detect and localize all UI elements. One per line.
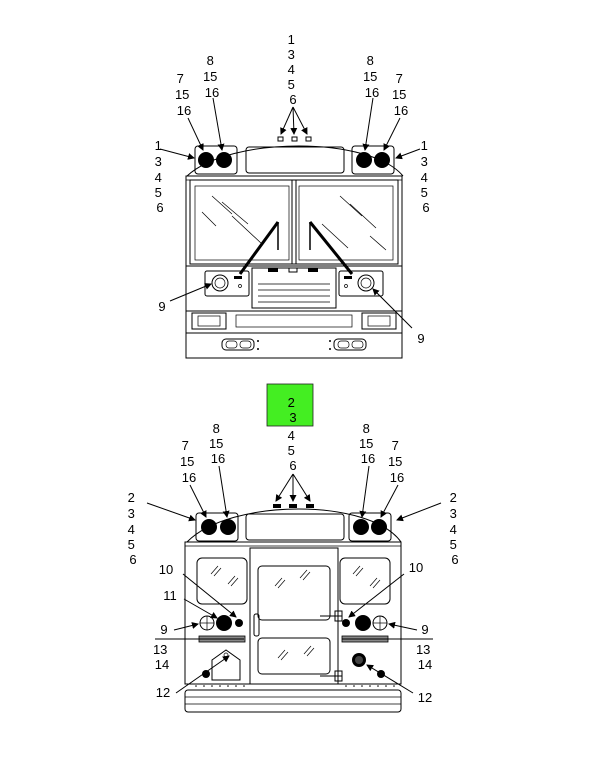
front-top-center-callouts: 1 3 4 5 6 xyxy=(288,32,299,107)
rear-left-side-callouts: 2 3 4 5 6 xyxy=(128,490,139,567)
rear-right-side-callouts: 2 3 4 5 6 xyxy=(450,490,461,567)
rear-bumper xyxy=(184,689,402,713)
rear-right-light-box xyxy=(348,512,392,542)
rear-right-10-callout: 10 xyxy=(409,560,423,575)
rear-right-9-callout: 9 xyxy=(421,622,428,637)
front-right-wiper xyxy=(308,221,354,275)
rear-right-13-14-callouts: 13 14 xyxy=(416,642,434,672)
front-right-inner-callouts: 8 15 16 xyxy=(363,53,381,100)
rear-left-10-callout: 10 xyxy=(159,562,173,577)
rear-left-inner-lamp xyxy=(220,519,236,535)
highlight-callout-box: 2 3 xyxy=(266,383,314,427)
front-left-bumper-lamp xyxy=(191,312,227,330)
front-right-outer-lamp xyxy=(374,152,390,168)
front-right-headlamp xyxy=(357,274,375,292)
front-windshield xyxy=(189,179,399,265)
rear-right-window xyxy=(339,557,391,605)
svg-text:2 3: 2 3 xyxy=(288,395,299,425)
rear-top-center-callouts: 4 5 6 xyxy=(288,428,299,473)
front-bumper xyxy=(185,310,403,334)
rear-left-11-callout: 11 xyxy=(163,588,177,603)
rear-right-outer-callouts: 7 15 16 xyxy=(388,438,406,485)
rear-view: 4 5 6 7 15 16 8 15 16 8 15 16 7 15 16 2 … xyxy=(128,421,461,713)
front-left-side-callouts: 1 3 4 5 6 xyxy=(155,138,166,215)
rear-left-lower-lamp xyxy=(202,670,210,678)
rear-left-9-callout: 9 xyxy=(160,622,167,637)
rear-left-window xyxy=(196,557,248,605)
rear-right-outer-lamp xyxy=(371,519,387,535)
rear-right-inner-callouts: 8 15 16 xyxy=(359,421,377,466)
front-left-headlamp xyxy=(211,274,229,292)
rear-roof-marker xyxy=(273,504,281,508)
rear-door-upper-window xyxy=(257,565,331,621)
rear-door-lower-window xyxy=(257,637,331,675)
front-view: 1 3 4 5 6 7 15 16 8 15 16 8 15 16 7 15 1… xyxy=(155,32,432,359)
front-right-outer-callouts: 7 15 16 xyxy=(392,71,410,118)
front-roof-marker xyxy=(291,136,298,142)
front-left-outer-lamp xyxy=(198,152,214,168)
rear-left-light-box xyxy=(195,512,239,542)
rear-roof-marker xyxy=(306,504,314,508)
front-right-bumper-lamp xyxy=(361,312,397,330)
front-roof-marker xyxy=(305,136,312,142)
rear-left-13-14-callouts: 13 14 xyxy=(153,642,171,672)
front-body xyxy=(185,175,403,359)
front-left-inner-callouts: 8 15 16 xyxy=(203,53,221,100)
rear-license-plate-bracket xyxy=(211,649,241,681)
rear-left-12-callout: 12 xyxy=(156,685,170,700)
rear-left-outer-lamp xyxy=(201,519,217,535)
front-right-side-callouts: 1 3 4 5 6 xyxy=(421,138,432,215)
rear-roof-marker xyxy=(289,504,297,508)
rear-right-12-callout: 12 xyxy=(418,690,432,705)
front-right-headlamp-panel xyxy=(338,270,384,297)
rear-sign-panel xyxy=(245,513,345,541)
front-left-light-box xyxy=(194,145,238,175)
rear-left-stop-lamp xyxy=(216,615,232,631)
front-destination-sign xyxy=(245,146,345,174)
front-left-outer-callouts: 7 15 16 xyxy=(175,71,193,118)
front-left-wiper xyxy=(238,221,280,275)
front-roof-marker xyxy=(277,136,284,142)
front-right-headlamp-callout: 9 xyxy=(417,331,424,346)
rear-left-inner-callouts: 8 15 16 xyxy=(209,421,227,466)
front-left-headlamp-callout: 9 xyxy=(158,299,165,314)
front-right-inner-lamp xyxy=(356,152,372,168)
rear-left-small-lamp xyxy=(235,619,243,627)
rear-right-small-lamp xyxy=(342,619,350,627)
rear-right-inner-lamp xyxy=(353,519,369,535)
rear-left-outer-callouts: 7 15 16 xyxy=(180,438,198,485)
rear-right-stop-lamp xyxy=(355,615,371,631)
front-left-inner-lamp xyxy=(216,152,232,168)
front-right-light-box xyxy=(351,145,395,175)
rear-body xyxy=(184,541,402,685)
